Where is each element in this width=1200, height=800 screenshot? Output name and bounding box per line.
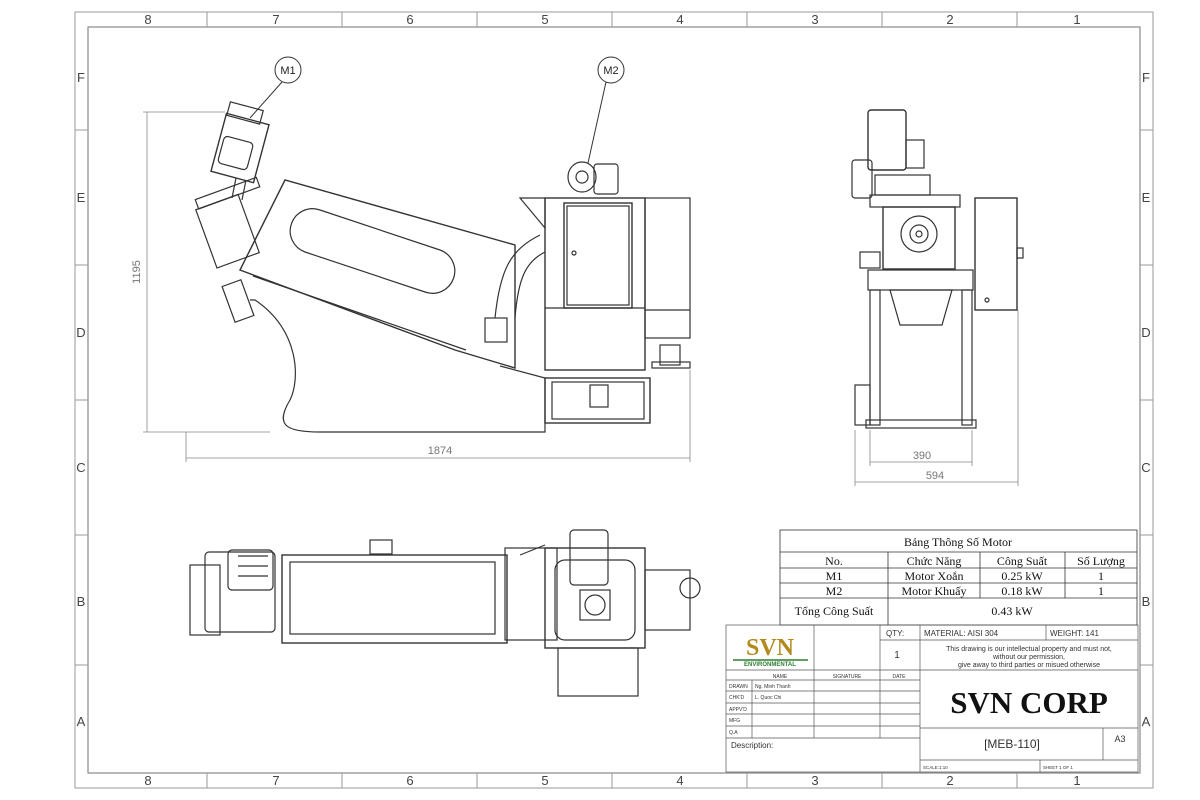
motor-table-header: Công Suất	[997, 554, 1048, 568]
company-name: SVN CORP	[950, 685, 1108, 720]
logo-subtext: ENVIRONMENTAL	[744, 662, 796, 668]
dimension-lines	[143, 111, 1019, 486]
checker-name: L. Quoc Chi	[755, 695, 781, 701]
row-label-right: A	[1142, 714, 1151, 729]
dimension-outer-width: 594	[926, 470, 944, 482]
motor-table-cell: M1	[826, 569, 843, 583]
sheet-size: A3	[1114, 734, 1125, 744]
description-label: Description:	[731, 741, 773, 750]
svn-logo: SVN ENVIRONMENTAL	[733, 635, 808, 668]
row-label-right: F	[1142, 70, 1150, 85]
col-label-bottom: 3	[811, 773, 818, 788]
col-label-bottom: 6	[406, 773, 413, 788]
row-label-left: C	[76, 460, 85, 475]
row-label-left: F	[77, 70, 85, 85]
role-label: MFG	[729, 718, 740, 724]
notice-line: without our permission,	[992, 654, 1065, 661]
motor-table-header: No.	[825, 554, 843, 568]
role-label: APPV'D	[729, 707, 747, 713]
col-name-header: NAME	[773, 674, 788, 680]
row-label-right: C	[1141, 460, 1150, 475]
motor-table-cell: Motor Xoắn	[905, 569, 964, 583]
qty-value: 1	[894, 650, 900, 661]
drawing-number: [MEB-110]	[984, 737, 1040, 751]
motor-table-cell: 1	[1098, 584, 1104, 598]
notice-line: This drawing is our intellectual propert…	[946, 646, 1112, 653]
frame-ticks	[75, 12, 1153, 788]
row-label-left: E	[77, 190, 86, 205]
row-label-left: B	[77, 594, 86, 609]
top-view	[189, 529, 701, 697]
balloon-m1-label: M1	[280, 65, 295, 77]
front-view	[194, 101, 691, 433]
motor-table-cell: 0.25 kW	[1001, 569, 1043, 583]
title-block	[725, 624, 1139, 773]
logo-text: SVN	[746, 635, 795, 661]
col-label-top: 8	[144, 12, 151, 27]
drawer-name: Ng. Minh Thanh	[755, 684, 791, 690]
motor-table-header: Số Lượng	[1077, 554, 1125, 568]
row-label-left: D	[76, 325, 85, 340]
motor-table-cell: M2	[826, 584, 843, 598]
motor-table-cell: 0.18 kW	[1001, 584, 1043, 598]
dimension-length: 1874	[428, 445, 452, 457]
col-label-top: 3	[811, 12, 818, 27]
scale: SCALE:1:10	[923, 765, 948, 770]
dimension-height: 1195	[131, 260, 143, 284]
motor-table-cell: Motor Khuấy	[902, 584, 967, 598]
role-label: CHK'D	[729, 695, 745, 701]
row-label-right: E	[1142, 190, 1151, 205]
dimension-inner-width: 390	[913, 450, 931, 462]
col-date-header: DATE	[893, 674, 907, 680]
col-label-bottom: 8	[144, 773, 151, 788]
material: MATERIAL: AISI 304	[924, 629, 999, 638]
col-label-bottom: 4	[676, 773, 683, 788]
motor-table-cell: 1	[1098, 569, 1104, 583]
col-label-bottom: 7	[272, 773, 279, 788]
col-signature-header: SIGNATURE	[833, 674, 862, 680]
row-label-left: A	[77, 714, 86, 729]
col-label-bottom: 2	[946, 773, 953, 788]
balloon-m2: M2	[587, 56, 625, 164]
col-label-top: 5	[541, 12, 548, 27]
balloon-m1: M1	[249, 56, 302, 119]
row-label-right: B	[1142, 594, 1151, 609]
balloon-m2-label: M2	[603, 65, 618, 77]
motor-table-title: Bảng Thông Số Motor	[904, 535, 1012, 549]
role-label: DRAWN	[729, 684, 748, 690]
col-label-top: 4	[676, 12, 683, 27]
role-label: Q.A	[729, 730, 738, 736]
sheet-number: SHEET 1 OF 1	[1043, 765, 1073, 770]
col-label-top: 7	[272, 12, 279, 27]
row-label-right: D	[1141, 325, 1150, 340]
qty-label: QTY:	[886, 629, 904, 638]
motor-table-total-label: Tổng Công Suất	[795, 604, 874, 618]
col-label-top: 1	[1073, 12, 1080, 27]
col-label-bottom: 1	[1073, 773, 1080, 788]
motor-table-total-value: 0.43 kW	[991, 604, 1033, 618]
weight: WEIGHT: 141	[1050, 629, 1099, 638]
notice-line: give away to third parties or misued oth…	[958, 662, 1100, 669]
motor-table-header: Chức Năng	[907, 554, 962, 568]
col-label-top: 6	[406, 12, 413, 27]
side-view	[851, 109, 1024, 429]
col-label-bottom: 5	[541, 773, 548, 788]
col-label-top: 2	[946, 12, 953, 27]
drawing-frame	[74, 11, 1154, 789]
